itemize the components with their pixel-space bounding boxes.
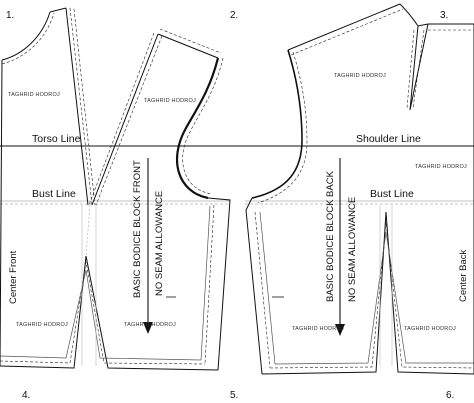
front-waist [0,255,219,371]
watermark-back-bottom-right: TAGHRID HODROJ [404,326,456,332]
back-shoulder-dart-dash [406,29,425,109]
back-bodice [245,3,474,375]
labels: 1. 2. 3. 4. 5. 6. TAGHRID HODROJ TAGHRID… [6,10,469,401]
corner-number-2: 2. [230,10,238,21]
front-grainline-arrow [143,322,153,334]
corner-number-5: 5. [230,390,238,401]
center-back-label: Center Back [458,249,469,302]
front-shoulder-2 [157,33,219,59]
front-side-seam-dash [204,204,215,365]
back-side-seam-dash [254,211,271,369]
back-armhole-dash [257,51,308,204]
front-dart-right-dash1 [95,35,163,206]
back-bust-line-label: Bust Line [370,188,414,200]
guide-lines [0,145,474,205]
watermark-back-bottom-left: TAGHRID HODROJ [292,326,344,332]
front-dart-right [91,33,159,206]
back-shoulder [287,3,401,51]
watermark-front-strap: TAGHRID HODROJ [144,98,196,104]
back-waist-dash [269,221,474,369]
torso-line-label: Torso Line [32,133,81,145]
watermark-front-bottom-right: TAGHRID HODROJ [124,322,176,328]
front-waist-dash [0,261,206,365]
corner-number-1: 1. [6,10,14,21]
front-side-seam-inner [200,205,211,361]
front-waist-dart [85,204,91,257]
back-grainline-arrow [335,324,345,336]
front-bust-line-label: Bust Line [32,188,76,200]
back-construction [379,205,393,366]
front-shoulder-2-dash [159,28,222,54]
watermark-back-right: TAGHRID HODROJ [415,164,467,170]
back-neckline [399,3,474,27]
back-allowance-note: NO SEAM ALLOWANCE [347,197,358,302]
front-allowance-note: NO SEAM ALLOWANCE [154,191,165,296]
corner-number-6: 6. [446,390,454,401]
corner-number-4: 4. [22,390,30,401]
front-waist-inner [0,269,202,361]
back-side-seam-inner [259,211,276,365]
center-front-label: Center Front [8,250,19,304]
corner-number-3: 3. [440,10,448,21]
back-armhole [251,49,303,199]
front-center-line [0,59,3,367]
front-side-seam [207,197,231,371]
back-block-title: BASIC BODICE BLOCK BACK [325,170,336,302]
back-waist [261,211,474,375]
back-shoulder-dash [290,8,404,56]
front-dart-right-dash2 [88,32,155,206]
watermark-front-bottom-left: TAGHRID HODROJ [16,322,68,328]
front-dart-left [65,7,89,206]
front-shoulder [49,7,67,13]
back-waist-inner [274,231,474,365]
front-bodice [0,7,231,371]
watermark-front-top: TAGHRID HODROJ [8,92,60,98]
front-neckline-dash [1,12,55,65]
back-side-seam [245,197,263,375]
front-construction [81,205,97,366]
front-armhole [175,57,220,200]
front-block-title: BASIC BODICE BLOCK FRONT [132,160,143,298]
shoulder-line-label: Shoulder Line [356,133,421,145]
front-armhole-dash [182,57,224,195]
back-shoulder-dart [409,23,429,111]
front-dart-left-dash1 [69,7,93,206]
front-neckline [1,11,51,61]
front-dart-left-dash2 [73,8,96,206]
watermark-back-top: TAGHRID HODROJ [334,73,386,79]
